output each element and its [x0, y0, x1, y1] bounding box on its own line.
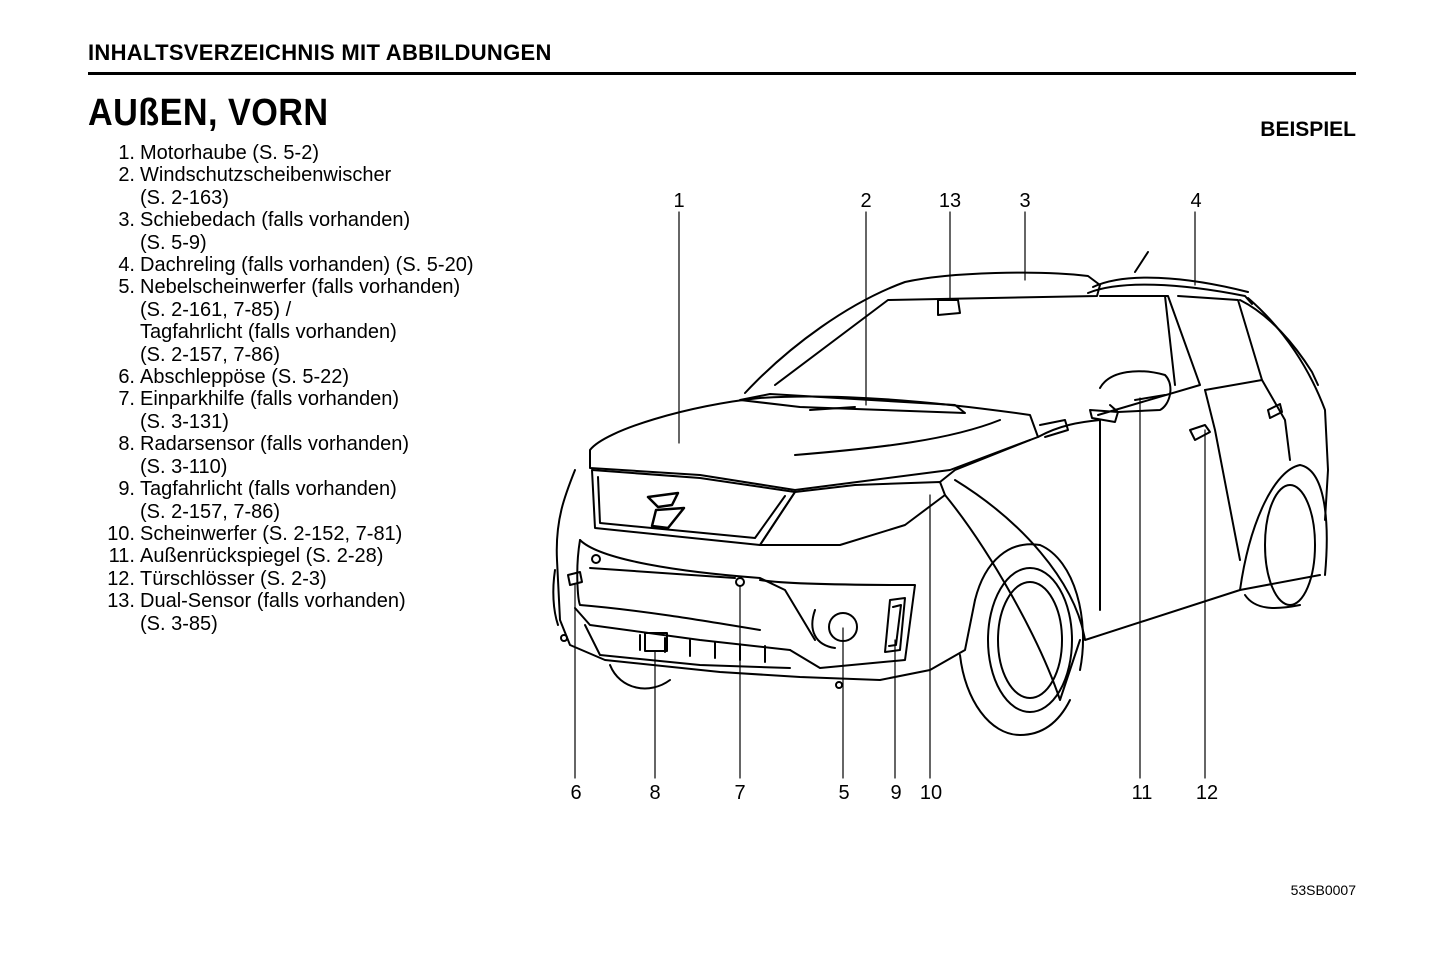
list-item-text: Außenrückspiegel (S. 2-28)	[140, 545, 383, 567]
image-code: 53SB0007	[1290, 882, 1356, 898]
list-item-text: Abschleppöse (S. 5-22)	[140, 366, 349, 388]
list-item-number: 4.	[118, 254, 135, 277]
list-item-line: Außenrückspiegel (S. 2-28)	[140, 545, 384, 568]
list-item-line: Schiebedach (falls vorhanden)	[140, 209, 411, 232]
list-item-line: Scheinwerfer (S. 2-152, 7-81)	[140, 522, 403, 545]
list-item-line: (S. 5-9)	[140, 231, 207, 254]
callout-5: 5	[838, 782, 849, 804]
list-item-number: 9.	[118, 478, 135, 501]
list-item-line: Radarsensor (falls vorhanden)	[140, 433, 410, 456]
list-item-line: (S. 2-161, 7-85) /	[140, 298, 292, 321]
list-item: 9.Tagfahrlicht (falls vorhanden)(S. 2-15…	[96, 478, 474, 523]
car-body-outline	[552, 251, 1329, 736]
list-item-number: 6.	[118, 366, 135, 389]
list-item-line: Motorhaube (S. 5-2)	[140, 142, 319, 164]
callout-8: 8	[649, 782, 660, 804]
list-item-line: (S. 2-163)	[140, 186, 229, 209]
callout-10: 10	[920, 782, 942, 804]
list-item-line: (S. 3-131)	[140, 410, 229, 433]
callout-9: 9	[890, 782, 901, 804]
list-item-line: (S. 3-110)	[140, 455, 228, 478]
list-item-text: Dual-Sensor (falls vorhanden)(S. 3-85)	[140, 590, 406, 635]
section-header: INHALTSVERZEICHNIS MIT ABBILDUNGEN	[88, 40, 552, 65]
list-item-text: Schiebedach (falls vorhanden)(S. 5-9)	[140, 209, 410, 254]
list-item-text: Radarsensor (falls vorhanden)(S. 3-110)	[140, 433, 409, 478]
list-item-line: Einparkhilfe (falls vorhanden)	[140, 388, 400, 411]
page-title: AUßEN, VORN	[88, 92, 329, 134]
list-item: 4.Dachreling (falls vorhanden) (S. 5-20)	[96, 254, 474, 277]
list-item-text: Motorhaube (S. 5-2)	[140, 142, 319, 164]
list-item-line: (S. 2-157, 7-86)	[140, 343, 281, 366]
list-item-text: Türschlösser (S. 2-3)	[140, 568, 327, 590]
list-item-line: Dual-Sensor (falls vorhanden)	[140, 590, 406, 613]
list-item: 7.Einparkhilfe (falls vorhanden)(S. 3-13…	[96, 388, 474, 433]
list-item-text: Nebelscheinwerfer (falls vorhanden)(S. 2…	[140, 276, 460, 366]
list-item: 12.Türschlösser (S. 2-3)	[96, 568, 474, 590]
example-label: BEISPIEL	[1260, 118, 1356, 141]
list-item-number: 10.	[107, 522, 135, 545]
list-item: 11.Außenrückspiegel (S. 2-28)	[96, 545, 474, 567]
list-item-number: 7.	[118, 388, 135, 411]
list-item-line: (S. 3-85)	[140, 612, 218, 635]
list-item: 3.Schiebedach (falls vorhanden)(S. 5-9)	[96, 209, 474, 254]
list-item-text: Scheinwerfer (S. 2-152, 7-81)	[140, 523, 402, 545]
callout-11: 11	[1132, 782, 1153, 804]
list-item: 1.Motorhaube (S. 5-2)	[96, 142, 474, 164]
list-item-line: Abschleppöse (S. 5-22)	[140, 366, 350, 389]
callout-7: 7	[734, 782, 745, 804]
list-item-number: 5.	[118, 276, 135, 299]
list-item-line: Türschlösser (S. 2-3)	[140, 567, 327, 590]
callout-12: 12	[1196, 782, 1218, 804]
list-item-number: 11.	[108, 545, 135, 568]
callout-leaders	[574, 211, 1206, 779]
callout-1: 1	[673, 190, 684, 212]
list-item-text: Dachreling (falls vorhanden) (S. 5-20)	[140, 254, 474, 276]
list-item: 10.Scheinwerfer (S. 2-152, 7-81)	[96, 523, 474, 545]
list-item-number: 1.	[118, 142, 135, 164]
list-item: 8.Radarsensor (falls vorhanden)(S. 3-110…	[96, 433, 474, 478]
list-item-line: Nebelscheinwerfer (falls vorhanden)	[140, 276, 461, 299]
component-list: 1.Motorhaube (S. 5-2)2.Windschutzscheibe…	[96, 142, 474, 635]
list-item: 2.Windschutzscheibenwischer(S. 2-163)	[96, 164, 474, 209]
list-item-number: 8.	[118, 433, 135, 456]
callout-13: 13	[939, 190, 961, 212]
list-item: 13.Dual-Sensor (falls vorhanden)(S. 3-85…	[96, 590, 474, 635]
list-item-text: Windschutzscheibenwischer(S. 2-163)	[140, 164, 391, 209]
callout-4: 4	[1190, 190, 1201, 212]
header-rule	[88, 72, 1356, 75]
list-item-line: (S. 2-157, 7-86)	[140, 500, 281, 523]
callout-6: 6	[570, 782, 581, 804]
list-item-line: Windschutzscheibenwischer	[140, 164, 392, 187]
list-item-text: Einparkhilfe (falls vorhanden)(S. 3-131)	[140, 388, 399, 433]
list-item-line: Tagfahrlicht (falls vorhanden)	[140, 321, 397, 344]
list-item-text: Tagfahrlicht (falls vorhanden)(S. 2-157,…	[140, 478, 397, 523]
callout-3: 3	[1019, 190, 1030, 212]
list-item: 5.Nebelscheinwerfer (falls vorhanden)(S.…	[96, 276, 474, 366]
callout-labels: 1 2 13 3 4 6 8 7 5 9 10 11 12	[570, 190, 1218, 804]
list-item-line: Tagfahrlicht (falls vorhanden)	[140, 478, 397, 501]
list-item-number: 13.	[107, 590, 135, 613]
list-item-number: 12.	[107, 567, 135, 590]
callout-2: 2	[860, 190, 871, 212]
list-item: 6.Abschleppöse (S. 5-22)	[96, 366, 474, 388]
list-item-number: 3.	[118, 209, 135, 232]
list-item-line: Dachreling (falls vorhanden) (S. 5-20)	[140, 254, 474, 277]
list-item-number: 2.	[118, 164, 135, 187]
